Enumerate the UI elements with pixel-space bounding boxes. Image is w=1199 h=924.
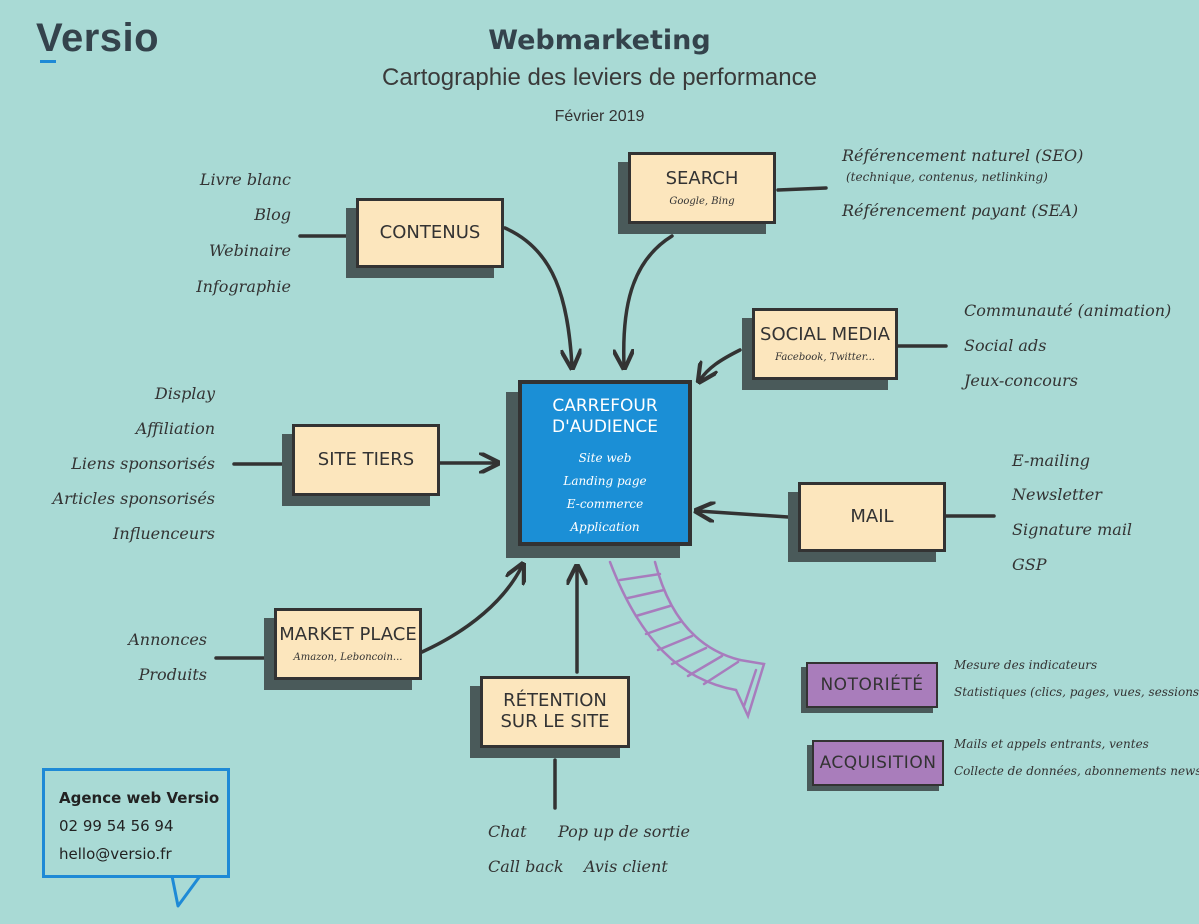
agency-phone[interactable]: 02 99 54 56 94 (59, 817, 174, 835)
social-media-item: Jeux-concours (964, 371, 1078, 390)
agency-name: Agence web Versio (59, 789, 220, 807)
mail-item: Newsletter (1012, 485, 1102, 504)
mail-item: Signature mail (1012, 520, 1133, 539)
site-tiers-label: SITE TIERS (317, 448, 415, 470)
acquisition-label: ACQUISITION (819, 753, 937, 773)
retention-item: Chat (488, 822, 527, 841)
mail-item: E-mailing (1012, 451, 1090, 470)
market-place-sub: Amazon, Leboncoin... (293, 652, 403, 664)
hub-item: Application (570, 519, 640, 534)
search-item: (technique, contenus, netlinking) (846, 170, 1048, 184)
contenus-box: CONTENUS (356, 198, 504, 268)
search-item: Référencement payant (SEA) (842, 201, 1079, 220)
page-title: Webmarketing (488, 25, 711, 56)
hub-item: Site web (578, 450, 632, 465)
mail-label: MAIL (850, 505, 894, 527)
notoriete-item: Mesure des indicateurs (954, 658, 1098, 672)
versio-logo: Versio (36, 16, 160, 60)
site-tiers-item: Display (154, 384, 215, 403)
social-media-sub: Facebook, Twitter... (775, 352, 875, 364)
retention-label-line1: RÉTENTION (503, 690, 607, 712)
carrefour-audience-hub: CARREFOUR D'AUDIENCE Site web Landing pa… (518, 380, 692, 546)
mail-box: MAIL (798, 482, 946, 552)
market-place-box: MARKET PLACE Amazon, Leboncoin... (274, 608, 422, 680)
search-item: Référencement naturel (SEO) (842, 146, 1084, 165)
retention-label: RÉTENTION SUR LE SITE (500, 690, 610, 732)
social-media-label: SOCIAL MEDIA (760, 323, 890, 345)
contenus-item: Blog (254, 205, 291, 224)
search-box: SEARCH Google, Bing (628, 152, 776, 224)
site-tiers-item: Liens sponsorisés (71, 454, 215, 473)
acquisition-item: Collecte de données, abonnements newslet… (954, 764, 1199, 778)
notoriete-label: NOTORIÉTÉ (820, 675, 924, 695)
retention-item: Pop up de sortie (558, 822, 691, 841)
search-label: SEARCH (665, 167, 739, 189)
hub-item: E-commerce (566, 496, 644, 511)
market-place-label: MARKET PLACE (279, 623, 417, 645)
notoriete-item: Statistiques (clics, pages, vues, sessio… (954, 685, 1199, 699)
retention-item: Call back (488, 857, 564, 876)
hub-item: Landing page (563, 473, 647, 488)
retention-label-line2: SUR LE SITE (500, 711, 610, 732)
search-sub: Google, Bing (669, 196, 735, 208)
agency-email[interactable]: hello@versio.fr (59, 845, 172, 863)
mail-item: GSP (1012, 555, 1047, 574)
social-media-box: SOCIAL MEDIA Facebook, Twitter... (752, 308, 898, 380)
retention-item: Avis client (584, 857, 668, 876)
hub-title-line1: CARREFOUR (552, 396, 658, 416)
social-media-item: Communauté (animation) (964, 301, 1172, 320)
market-place-item: Produits (138, 665, 207, 684)
site-tiers-item: Influenceurs (113, 524, 215, 543)
site-tiers-box: SITE TIERS (292, 424, 440, 496)
hub-title: CARREFOUR D'AUDIENCE (522, 396, 688, 439)
social-media-item: Social ads (964, 336, 1047, 355)
market-place-item: Annonces (128, 630, 207, 649)
contenus-item: Livre blanc (199, 170, 291, 189)
contenus-item: Webinaire (208, 241, 291, 260)
hub-title-line2: D'AUDIENCE (551, 417, 658, 438)
contenus-item: Infographie (196, 277, 291, 296)
notoriete-box: NOTORIÉTÉ (806, 662, 938, 708)
site-tiers-item: Articles sponsorisés (52, 489, 215, 508)
contact-callout: Agence web Versio 02 99 54 56 94 hello@v… (42, 768, 230, 878)
contenus-label: CONTENUS (379, 221, 481, 243)
acquisition-box: ACQUISITION (812, 740, 944, 786)
logo-accent (40, 60, 56, 63)
page-date: Février 2019 (554, 108, 645, 125)
acquisition-item: Mails et appels entrants, ventes (954, 737, 1149, 751)
site-tiers-item: Affiliation (135, 419, 215, 438)
page-subtitle: Cartographie des leviers de performance (382, 64, 817, 91)
hub-items: Site web Landing page E-commerce Applica… (522, 447, 688, 539)
retention-box: RÉTENTION SUR LE SITE (480, 676, 630, 748)
